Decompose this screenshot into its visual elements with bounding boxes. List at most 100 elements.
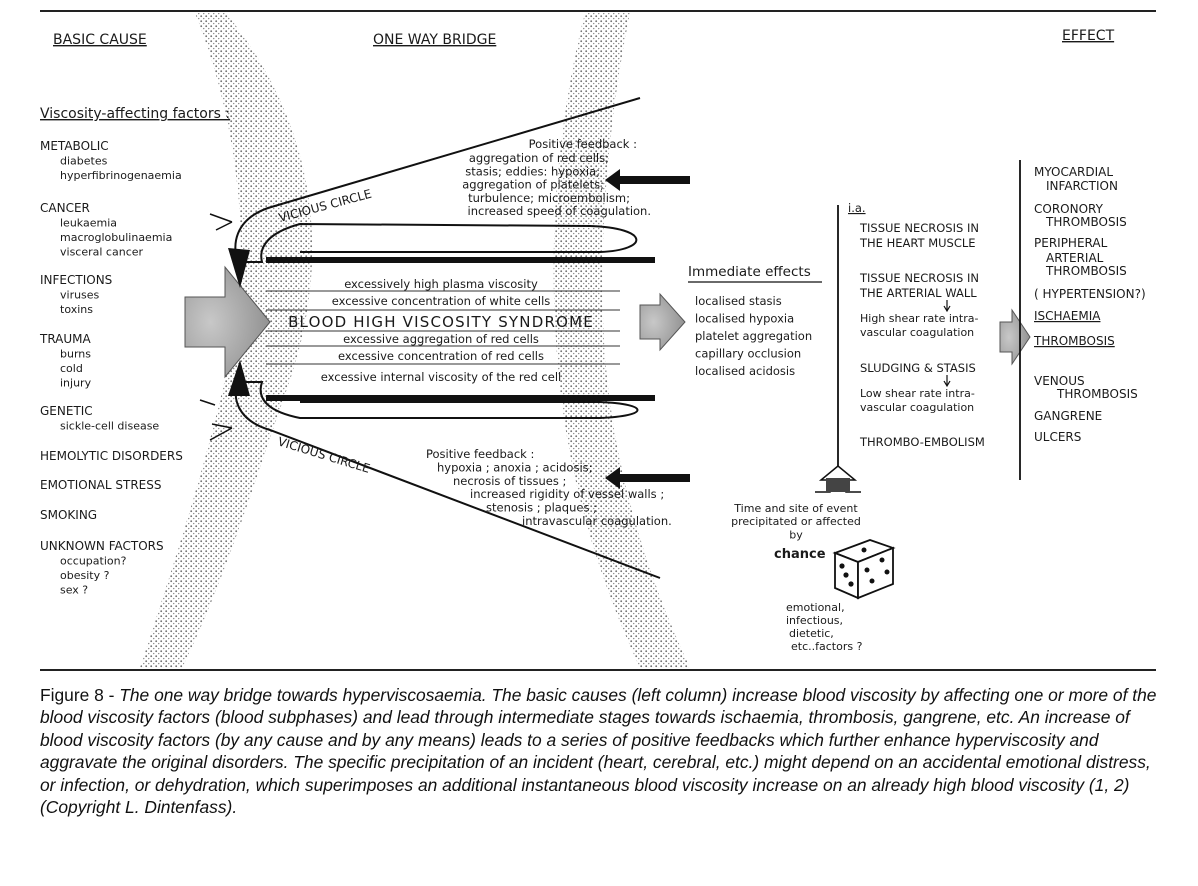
cause-head: INFECTIONS — [40, 273, 112, 287]
cause-head: METABOLIC — [40, 139, 109, 153]
feedback-item: aggregation of platelets; — [462, 178, 604, 192]
cause-item: leukaemia — [60, 217, 117, 230]
middle-line: High shear rate intra- — [860, 312, 978, 325]
feedback-arrow-bottom — [605, 467, 690, 489]
effect-line: CORONORY — [1034, 202, 1104, 216]
cause-head: CANCER — [40, 201, 90, 215]
syndrome-line: excessive concentration of red cells — [338, 349, 544, 363]
vicious-loop-bottom — [234, 381, 661, 579]
middle-line: vascular coagulation — [860, 401, 974, 414]
syndrome-line: excessive internal viscosity of the red … — [321, 370, 561, 384]
vicious-label-bottom: VICIOUS CIRCLE — [276, 434, 372, 475]
effect-line: INFARCTION — [1046, 179, 1118, 193]
syndrome-line: excessive aggregation of red cells — [343, 332, 539, 346]
chance-factors: emotional,infectious,dietetic,etc..facto… — [786, 601, 863, 653]
immediate-item: capillary occlusion — [695, 347, 801, 361]
feedback-item: stasis; eddies: hypoxia; — [465, 164, 600, 178]
loop-bottom-head — [228, 360, 250, 396]
cause-item: obesity ? — [60, 569, 110, 582]
middle-line: TISSUE NECROSIS IN — [859, 271, 979, 285]
feedback-bottom: Positive feedback :hypoxia ; anoxia ; ac… — [426, 447, 672, 528]
cause-head: EMOTIONAL STRESS — [40, 478, 161, 492]
header-bridge: ONE WAY BRIDGE — [373, 32, 496, 48]
chance-event-line: precipitated or affected — [731, 515, 861, 528]
caption-lead: Figure 8 - — [40, 685, 120, 705]
effect-line: ( HYPERTENSION?) — [1034, 287, 1146, 301]
right-pillar — [553, 13, 690, 668]
feedback-item: increased speed of coagulation. — [468, 204, 651, 218]
chance-factor: etc..factors ? — [791, 640, 863, 653]
cause-head: SMOKING — [40, 508, 97, 522]
feedback-item: necrosis of tissues ; — [453, 474, 566, 488]
cause-head: UNKNOWN FACTORS — [40, 539, 164, 553]
feedback-item: stenosis ; plaques ; — [486, 501, 597, 515]
header-basic-cause: BASIC CAUSE — [53, 32, 147, 48]
effect-line: ARTERIAL — [1046, 251, 1104, 265]
feedback-item: hypoxia ; anoxia ; acidosis; — [437, 460, 593, 474]
chance-event-line: by — [789, 528, 803, 541]
effect-line: THROMBOSIS — [1033, 334, 1115, 348]
cause-item: macroglobulinaemia — [60, 231, 172, 244]
cause-head: TRAUMA — [39, 332, 92, 346]
feedback-arrow-top — [605, 169, 690, 191]
immediate-list: localised stasis localised hypoxia platele… — [695, 294, 812, 378]
cause-item: visceral cancer — [60, 246, 144, 259]
diagram: BASIC CAUSE ONE WAY BRIDGE EFFECT Viscos… — [39, 10, 1156, 671]
chance-word: chance — [774, 547, 826, 562]
cause-item: sickle-cell disease — [60, 420, 159, 433]
effect-line: THROMBOSIS — [1045, 264, 1127, 278]
cause-item: diabetes — [60, 155, 108, 168]
chance-factor: infectious, — [786, 614, 843, 627]
feedback-item: increased rigidity of vessel walls ; — [470, 487, 664, 501]
feedback-heading: Positive feedback : — [529, 137, 637, 151]
cause-item: injury — [60, 377, 92, 390]
effect-line: VENOUS — [1034, 374, 1085, 388]
effect-line: MYOCARDIAL — [1034, 165, 1113, 179]
dice-icon — [832, 539, 896, 600]
middle-line: THE HEART MUSCLE — [859, 236, 976, 250]
feedback-top: Positive feedback :aggregation of red ce… — [462, 137, 651, 218]
effect-line: PERIPHERAL — [1034, 236, 1108, 250]
down-arrow-icon — [943, 300, 951, 313]
effect-line: ULCERS — [1034, 430, 1081, 444]
cause-item: occupation? — [60, 555, 127, 568]
cause-head: HEMOLYTIC DISORDERS — [40, 449, 183, 463]
ia-label: i.a. — [848, 201, 866, 215]
middle-line: TISSUE NECROSIS IN — [859, 221, 979, 235]
left-title: Viscosity-affecting factors : — [40, 106, 230, 122]
effect-line: ISCHAEMIA — [1034, 309, 1101, 323]
cause-item: cold — [60, 362, 83, 375]
syndrome-line: excessive concentration of white cells — [332, 294, 551, 308]
down-arrow-icon — [943, 375, 951, 388]
syndrome-title: BLOOD HIGH VISCOSITY SYNDROME — [288, 313, 594, 331]
bridge-output-arrow — [639, 292, 686, 352]
immediate-title: Immediate effects — [688, 264, 811, 280]
immediate-item: localised hypoxia — [695, 312, 794, 326]
effect-line: THROMBOSIS — [1045, 215, 1127, 229]
immediate-item: platelet aggregation — [695, 329, 812, 343]
chance-factor: dietetic, — [789, 627, 834, 640]
header-effect: EFFECT — [1062, 28, 1115, 44]
middle-line: THROMBO-EMBOLISM — [859, 435, 985, 449]
cause-head: GENETIC — [40, 404, 93, 418]
cause-item: burns — [60, 348, 91, 361]
middle-line: vascular coagulation — [860, 326, 974, 339]
chance-factor: emotional, — [786, 601, 845, 614]
middle-line: SLUDGING & STASIS — [860, 361, 976, 375]
syndrome-line: excessively high plasma viscosity — [344, 277, 538, 291]
feedback-heading: Positive feedback : — [426, 447, 534, 461]
figure-caption: Figure 8 - The one way bridge towards hy… — [40, 684, 1160, 818]
caption-body: The one way bridge towards hyperviscosae… — [40, 685, 1157, 818]
effects-list: MYOCARDIALINFARCTIONCORONORYTHROMBOSISPE… — [1033, 165, 1146, 444]
effect-arrow — [999, 308, 1031, 366]
immediate-item: localised stasis — [695, 294, 782, 308]
loop-top-head — [228, 248, 250, 288]
vicious-loop-top — [234, 97, 641, 263]
effect-line: GANGRENE — [1034, 409, 1102, 423]
feedback-item: aggregation of red cells; — [469, 151, 609, 165]
cause-item: toxins — [60, 303, 93, 316]
chance-event-line: Time and site of event — [733, 502, 858, 515]
input-arrow — [184, 265, 271, 379]
